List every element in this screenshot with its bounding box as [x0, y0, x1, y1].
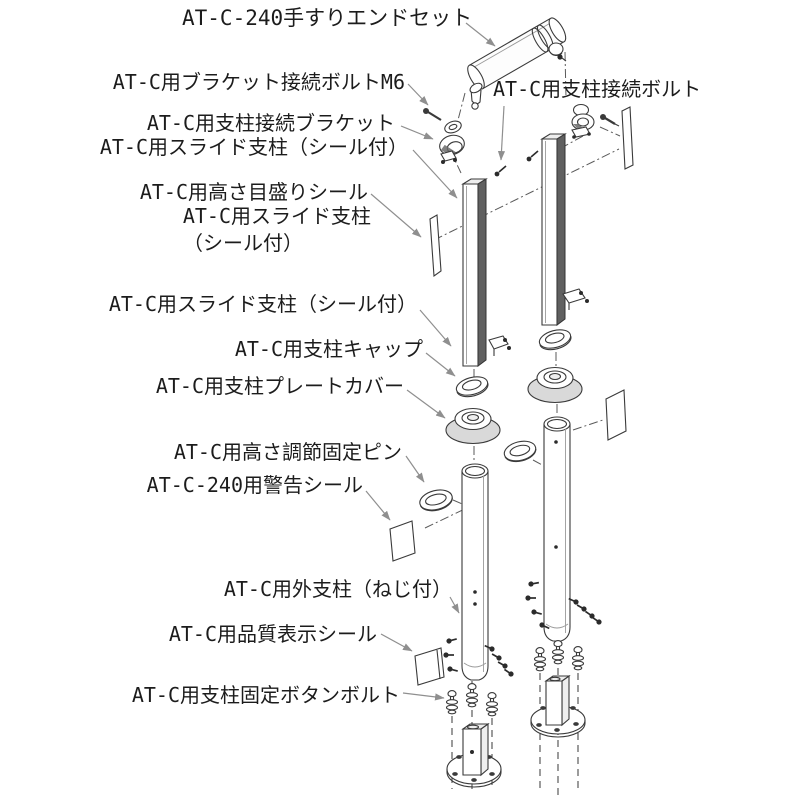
- handrail-end-fitting: [469, 82, 483, 110]
- outer-post-right: [543, 416, 571, 642]
- bolt-washer-stack: [571, 646, 585, 671]
- bolt-washer-stack: [465, 683, 479, 708]
- label-post-cap: AT-C用支柱キャップ: [235, 337, 423, 361]
- label-height-scale-seal: AT-C用高さ目盛りシール: [140, 180, 368, 204]
- base-sleeve-left: [461, 722, 490, 777]
- bracket-assembly-right: [571, 103, 620, 139]
- bolt-washer-stack: [445, 690, 459, 715]
- label-height-adjust-fix-pin: AT-C用高さ調節固定ピン: [174, 440, 402, 464]
- label-slide-post-seal-2b: （シール付）: [183, 231, 303, 255]
- label-slide-post-seal-1: AT-C用スライド支柱（シール付）: [100, 135, 408, 159]
- label-bracket-connect-bolt-m6: AT-C用ブラケット接続ボルトM6: [113, 70, 405, 94]
- fixing-pin-right: [503, 440, 537, 463]
- bolt-washer-stack: [533, 647, 547, 672]
- label-quality-seal: AT-C用品質表示シール: [169, 622, 377, 646]
- height-scale-seal-strip: [429, 214, 442, 278]
- label-post-plate-cover: AT-C用支柱プレートカバー: [156, 374, 404, 398]
- leader-lines: [365, 22, 506, 701]
- bolt-washer-stack: [485, 692, 499, 717]
- slide-post-right: [526, 133, 589, 326]
- label-warning-seal: AT-C-240用警告シール: [147, 473, 363, 497]
- post-cap-left: [455, 376, 489, 398]
- handrail-clamp: [548, 42, 567, 62]
- post-connect-bolt-part: [600, 114, 620, 127]
- plate-cover-left: [445, 407, 501, 445]
- label-slide-post-seal-3: AT-C用スライド支柱（シール付）: [109, 292, 417, 316]
- warning-seal-sheet: [389, 520, 416, 562]
- base-assembly-right: [530, 640, 586, 738]
- diagram-title: AT-C-240手すりエンドセット: [182, 6, 472, 30]
- label-outer-post: AT-C用外支柱（ねじ付）: [224, 577, 452, 601]
- quality-seal-sheet: [414, 647, 445, 686]
- outer-post-left: [461, 463, 489, 681]
- base-assembly-left: [445, 683, 502, 788]
- handrail-tube: [467, 17, 567, 110]
- label-post-fix-button-bolt: AT-C用支柱固定ボタンボルト: [132, 683, 400, 707]
- bracket-bolt-head: [423, 108, 429, 114]
- post-cap-right: [538, 329, 572, 351]
- info-sheet-right: [605, 389, 627, 441]
- base-sleeve-right: [544, 674, 571, 727]
- labels: AT-C-240手すりエンドセット AT-C用ブラケット接続ボルトM6 AT-C…: [100, 6, 701, 707]
- plate-cover-right: [527, 366, 583, 404]
- label-slide-post-seal-2a: AT-C用スライド支柱: [183, 204, 371, 228]
- seal-strip-right: [621, 106, 634, 170]
- label-post-connect-bolt: AT-C用支柱接続ボルト: [493, 77, 701, 101]
- post-foot-right: [562, 288, 589, 310]
- bracket-bolt-shaft: [427, 111, 442, 121]
- bracket-assembly-left: [423, 108, 465, 164]
- fixing-pin-left: [419, 489, 453, 512]
- post-foot-left: [488, 335, 511, 356]
- slide-post-left: [461, 165, 511, 367]
- label-post-connect-bracket: AT-C用支柱接続ブラケット: [147, 111, 395, 135]
- bolt-washer-stack: [551, 640, 565, 665]
